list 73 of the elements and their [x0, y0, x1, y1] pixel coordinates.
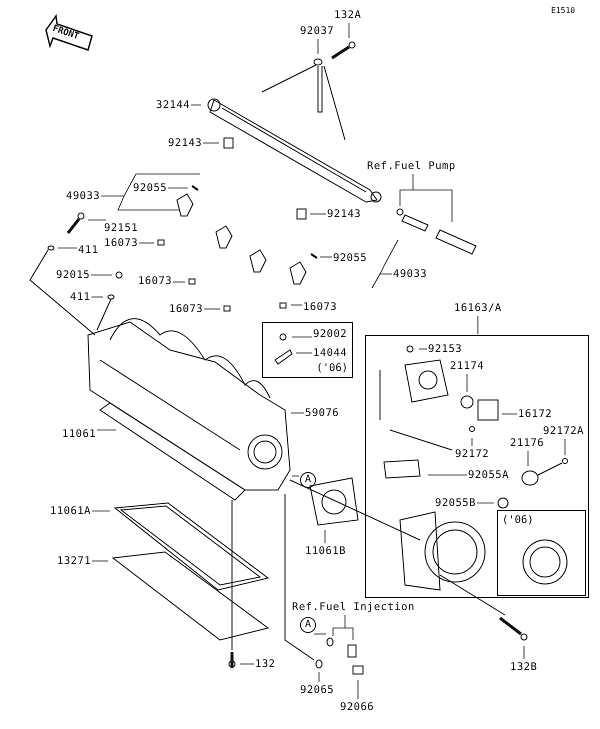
leader-line: [348, 22, 350, 38]
callout-number: 92143: [327, 207, 362, 221]
callout-number: 92151: [104, 221, 138, 235]
leader-line: [138, 242, 154, 244]
year-note: ('06): [316, 361, 348, 375]
callout-number: 59076: [305, 406, 340, 420]
callout-number: 92055B: [435, 496, 476, 510]
callout-number: 16073: [104, 236, 138, 250]
callout-number: 16073: [138, 274, 172, 288]
year-note: ('06): [502, 513, 534, 527]
callout-number: 11061: [62, 427, 96, 441]
leader-line: [400, 174, 452, 222]
callout-number: 411: [78, 243, 98, 257]
leader-line: [91, 296, 104, 298]
callout-number: 92065: [300, 683, 334, 697]
callout-number: 16073: [303, 300, 338, 314]
leader-line: [318, 672, 320, 682]
leader-line: [320, 256, 332, 258]
callout-number: 92002: [313, 327, 348, 341]
callout-number: 11061B: [305, 544, 346, 558]
callout-number: 132A: [334, 8, 362, 22]
callout-number: 16073: [169, 302, 204, 316]
leader-line: [564, 438, 566, 456]
callout-number: 11061A: [50, 504, 91, 518]
frame-box: [262, 322, 353, 378]
leader-line: [290, 304, 302, 306]
callout-number: 92172: [455, 447, 490, 461]
leader-line: [292, 336, 312, 338]
leader-line: [90, 274, 112, 276]
callout-number: 21176: [510, 436, 544, 450]
callout-number: 16172: [518, 407, 552, 421]
leader-line: [324, 530, 326, 544]
leader-line: [296, 352, 312, 354]
leader-line: [204, 308, 220, 310]
leader-line: [290, 412, 304, 414]
callout-number: 32144: [156, 98, 190, 112]
callout-number: 92143: [168, 136, 202, 150]
callout-number: 132: [255, 657, 276, 671]
callout-number: 92055: [133, 181, 168, 195]
callout-number: 92066: [340, 700, 374, 714]
callout-number: 92055A: [468, 468, 509, 482]
callout-number: 411: [70, 290, 90, 304]
callout-number: 92015: [56, 268, 90, 282]
callout-number: 14044: [313, 346, 348, 360]
callout-number: 92037: [300, 24, 334, 38]
callout-number: 49033: [66, 189, 100, 203]
callout-number: 92153: [428, 342, 462, 356]
drawing-code: E1510: [551, 5, 576, 17]
leader-line: [466, 374, 468, 392]
leader-line: [372, 240, 398, 288]
callout-number: 13271: [57, 554, 92, 568]
leader-line: [100, 174, 200, 210]
callout-number: 21174: [450, 359, 484, 373]
leader-line: [92, 560, 108, 562]
callout-number: 92172A: [543, 424, 584, 438]
leader-line: [418, 348, 428, 350]
reference-note: Ref.Fuel Pump: [367, 159, 456, 173]
direction-label: FRONT: [50, 22, 81, 44]
frame-box: [497, 510, 586, 596]
frame-box: [365, 335, 589, 598]
leader-line: [92, 510, 110, 512]
leader-line: [202, 142, 220, 144]
reference-circle: A: [300, 617, 316, 633]
callout-number: 16163/A: [454, 301, 502, 315]
reference-circle: A: [300, 472, 316, 488]
reference-note: Ref.Fuel Injection: [292, 600, 415, 614]
callout-number: 132B: [510, 660, 538, 674]
callout-number: 49033: [393, 267, 428, 281]
leader-line: [332, 614, 354, 640]
leader-line: [476, 502, 494, 504]
leader-line: [428, 474, 468, 476]
leader-line: [190, 104, 202, 106]
callout-number: 92055: [333, 251, 368, 265]
